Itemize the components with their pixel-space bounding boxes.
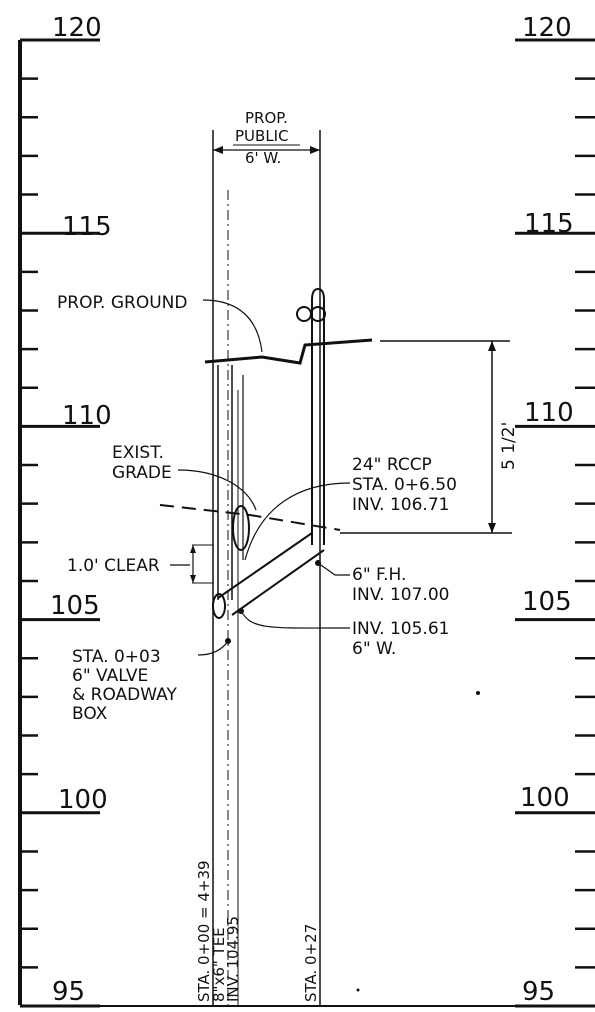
pipe-invert-leader: [240, 610, 351, 629]
left-scale-label-105: 105: [50, 591, 100, 621]
clear-label: 1.0' CLEAR: [67, 556, 160, 576]
prop-ground-leader: [202, 299, 263, 353]
left-scale-label-100: 100: [58, 785, 108, 815]
hydrant-leader: [317, 562, 350, 576]
valve-line1: STA. 0+03: [72, 647, 161, 667]
speck: [356, 988, 360, 992]
hydrant-cap: [311, 287, 325, 301]
left-scale-label-95: 95: [52, 977, 85, 1007]
inv-pipe-line1: INV. 105.61: [352, 619, 449, 639]
clearance-dimension: 1.0' CLEAR: [67, 544, 213, 584]
rccp-leader: [244, 482, 351, 561]
depth-dimension: 5 1/2': [488, 341, 519, 533]
depth-dimension-label: 5 1/2': [499, 422, 519, 470]
station-end-label: STA. 0+27: [302, 924, 320, 1002]
left-scale-label-115: 115: [62, 212, 112, 242]
valve-line4: BOX: [72, 704, 108, 724]
right-scale-ticks: [515, 38, 595, 1008]
exist-grade-line1: EXIST.: [112, 443, 164, 463]
hydrant-line1: 6" F.H.: [352, 565, 406, 585]
valve-leader: [197, 640, 229, 656]
clear-arrows: [190, 545, 196, 583]
right-scale-label-120: 120: [522, 13, 572, 43]
existing-grade-line: [159, 504, 341, 531]
speck: [476, 691, 480, 695]
right-elevation-scale: 120 115 110 105 100 95: [515, 13, 595, 1008]
prop-public-line3: 6' W.: [245, 149, 281, 167]
tee-label-line2: INV. 104.95: [224, 916, 242, 1002]
right-scale-label-105: 105: [522, 587, 572, 617]
left-scale-label-110: 110: [62, 401, 112, 431]
prop-ground-label: PROP. GROUND: [57, 293, 187, 313]
valve-line3: & ROADWAY: [72, 685, 177, 705]
prop-public-line1: PROP.: [245, 109, 288, 127]
prop-public-line2: PUBLIC: [235, 127, 289, 145]
hydrant-line2: INV. 107.00: [352, 585, 449, 605]
inv-pipe-line2: 6" W.: [352, 639, 396, 659]
left-scale-label-120: 120: [52, 13, 102, 43]
rccp-line2: STA. 0+6.50: [352, 475, 457, 495]
proposed-ground-line: [204, 338, 373, 365]
left-elevation-scale: 120 115 110 105 100 95: [18, 13, 112, 1008]
station-start-label: STA. 0+00 = 4+39: [195, 860, 213, 1002]
rccp-line3: INV. 106.71: [352, 495, 449, 515]
exist-grade-leader: [177, 469, 257, 511]
exist-grade-line2: GRADE: [112, 463, 172, 483]
hydrant-nozzle-left: [296, 306, 312, 322]
right-scale-label-95: 95: [522, 977, 555, 1007]
fire-hydrant: [296, 287, 326, 545]
right-scale-label-100: 100: [520, 783, 570, 813]
hydrant-nozzle-right: [310, 306, 326, 322]
tee-fitting: [212, 593, 226, 619]
water-pipe: [217, 532, 325, 616]
right-scale-label-110: 110: [524, 398, 574, 428]
left-scale-ticks: [20, 38, 100, 1008]
hydrant-riser: [311, 300, 325, 545]
valve-line2: 6" VALVE: [72, 666, 148, 686]
right-scale-label-115: 115: [524, 209, 574, 239]
prop-public-dimension: PROP. PUBLIC 6' W.: [213, 109, 320, 167]
rccp-line1: 24" RCCP: [352, 455, 432, 475]
rccp-pipe-section: [232, 505, 250, 551]
tee-label-line1: 8"x6" TEE: [210, 927, 228, 1002]
